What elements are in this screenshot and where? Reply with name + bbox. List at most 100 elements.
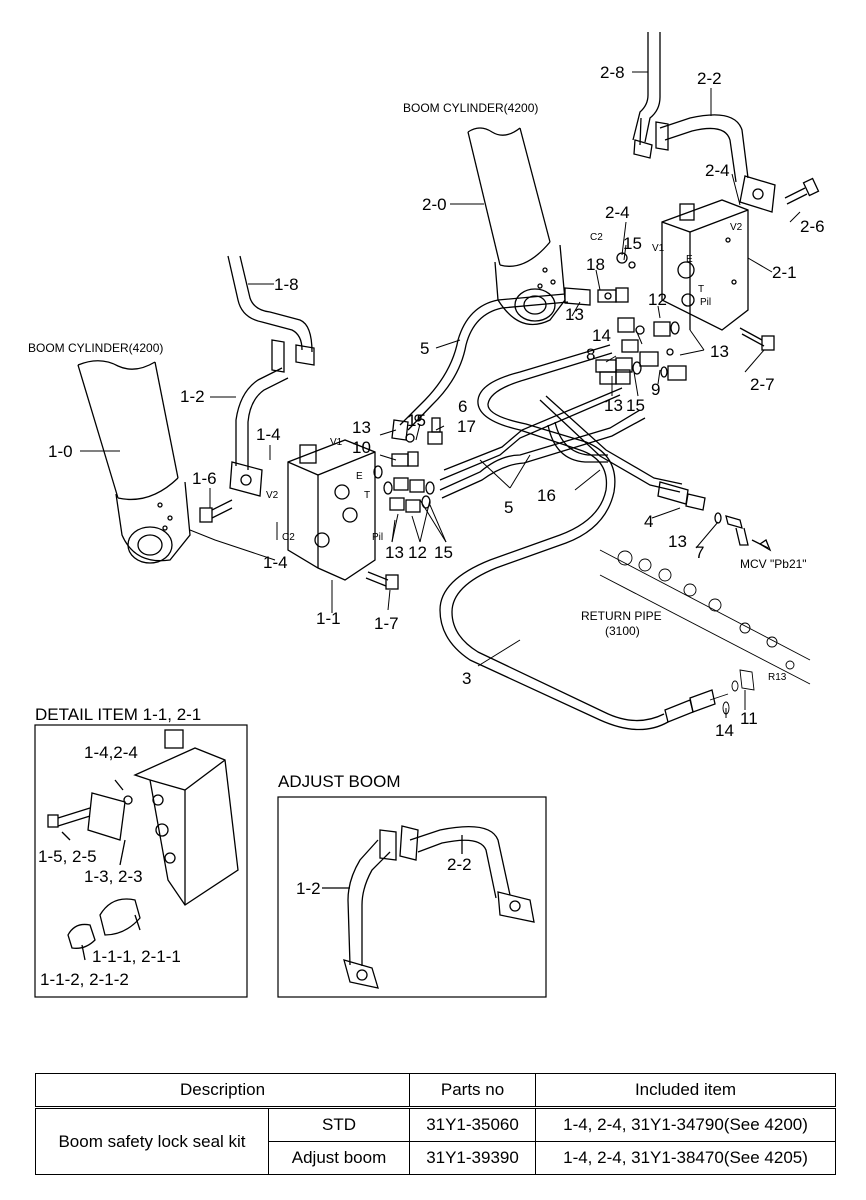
port-t-valve-1-1: T — [364, 490, 370, 501]
label-14-a: 14 — [592, 326, 611, 345]
label-2-4-b: 2-4 — [705, 161, 730, 180]
hose-3 — [439, 344, 716, 731]
detail-label-1-4-2-4: 1-4,2-4 — [84, 743, 138, 762]
table-row: Adjust boom 31Y1-39390 1-4, 2-4, 31Y1-38… — [36, 1141, 837, 1175]
table-header-row: Description Parts no Included item — [34, 1073, 837, 1109]
label-1-0: 1-0 — [48, 442, 73, 461]
detail-valve-drawing — [47, 729, 239, 961]
label-10: 10 — [352, 438, 371, 457]
detail-label-1-3-2-3: 1-3, 2-3 — [84, 867, 143, 886]
leader-lines — [80, 71, 801, 718]
label-2-8: 2-8 — [600, 63, 625, 82]
port-pil-valve-2-1: Pil — [700, 297, 711, 308]
header-description: Description — [34, 1073, 411, 1109]
hose-2-8 — [632, 32, 661, 159]
label-7: 7 — [695, 543, 704, 562]
port-v2-valve-2-1: V2 — [730, 222, 743, 233]
label-return-pipe-ref: (3100) — [605, 624, 640, 638]
label-15-a: 15 — [623, 234, 642, 253]
label-14-b: 14 — [715, 721, 734, 740]
adjust-label-2-2: 2-2 — [447, 855, 472, 874]
label-12-a: 12 — [648, 290, 667, 309]
hose-4 — [539, 395, 706, 511]
header-included-item: Included item — [535, 1073, 837, 1109]
label-15-d: 15 — [626, 396, 645, 415]
label-13-a: 13 — [565, 305, 584, 324]
label-return-pipe: RETURN PIPE — [581, 609, 662, 623]
label-2-6: 2-6 — [800, 217, 825, 236]
port-e-valve-2-1: E — [686, 254, 693, 265]
label-1-1: 1-1 — [316, 609, 341, 628]
label-1-4-b: 1-4 — [263, 553, 288, 572]
label-2-4-a: 2-4 — [605, 203, 630, 222]
adjust-box — [277, 796, 547, 998]
valve-1-1 — [287, 439, 376, 581]
label-13-e: 13 — [710, 342, 729, 361]
return-pipe — [599, 549, 811, 715]
label-1-8: 1-8 — [274, 275, 299, 294]
right-boom-cylinder — [467, 127, 566, 326]
hose-16-loop — [547, 421, 608, 463]
port-t-valve-2-1: T — [698, 284, 704, 295]
pipe-1-2 — [229, 339, 289, 497]
bolt-2-7 — [739, 327, 775, 351]
fittings-row-2 — [595, 252, 687, 385]
seal-kit-table: Description Parts no Included item Boom … — [34, 1073, 837, 1175]
port-r13: R13 — [768, 672, 787, 683]
fitting-7 — [714, 512, 772, 552]
adjust-label-1-2: 1-2 — [296, 879, 321, 898]
label-3: 3 — [462, 669, 471, 688]
port-e-valve-1-1: E — [356, 471, 363, 482]
detail-label-1-1-1-2-1-1: 1-1-1, 2-1-1 — [92, 947, 181, 966]
left-boom-cylinder — [77, 360, 191, 564]
label-13-c: 13 — [385, 543, 404, 562]
cell-parts-no: 31Y1-39390 — [409, 1141, 537, 1175]
label-12-b: 12 — [408, 543, 427, 562]
detail-label-1-1-2-2-1-2: 1-1-2, 2-1-2 — [40, 970, 129, 989]
bolt-2-6 — [784, 177, 820, 205]
cell-variant: Adjust boom — [267, 1141, 411, 1175]
label-18: 18 — [586, 255, 605, 274]
label-1-2: 1-2 — [180, 387, 205, 406]
label-17: 17 — [457, 417, 476, 436]
hose-5-lower — [439, 387, 646, 499]
label-5-b: 5 — [504, 498, 513, 517]
detail-label-1-5-2-5: 1-5, 2-5 — [38, 847, 97, 866]
label-16: 16 — [537, 486, 556, 505]
label-11: 11 — [740, 709, 758, 728]
label-4: 4 — [644, 512, 653, 531]
valve-2-1 — [661, 199, 749, 331]
hose-5-upper — [391, 287, 591, 441]
port-c2-valve-1-1: C2 — [282, 532, 295, 543]
label-mcv-pb21: MCV "Pb21" — [740, 557, 807, 571]
label-15-b: 15 — [407, 411, 426, 430]
label-boom-cylinder-right: BOOM CYLINDER(4200) — [403, 101, 538, 115]
hose-1-8 — [227, 255, 315, 366]
port-c2-valve-2-1: C2 — [590, 232, 603, 243]
cell-included: 1-4, 2-4, 31Y1-34790(See 4200) — [535, 1107, 837, 1142]
port-v2-valve-1-1: V2 — [266, 490, 279, 501]
label-13-f: 13 — [668, 532, 687, 551]
bolt-1-6 — [199, 499, 233, 523]
adjust-boom-pipes — [322, 825, 535, 989]
label-2-1: 2-1 — [772, 263, 797, 282]
label-8: 8 — [586, 345, 595, 364]
port-pil-valve-1-1: Pil — [372, 532, 383, 543]
label-5-a: 5 — [420, 339, 429, 358]
cell-parts-no: 31Y1-35060 — [409, 1107, 537, 1142]
label-2-2: 2-2 — [697, 69, 722, 88]
label-13-b: 13 — [352, 418, 371, 437]
cell-description: Boom safety lock seal kit — [35, 1107, 269, 1175]
port-v1-valve-2-1: V1 — [652, 243, 665, 254]
fittings-row-1 — [373, 414, 443, 513]
header-parts-no: Parts no — [409, 1073, 537, 1109]
adjust-title: ADJUST BOOM — [278, 772, 400, 791]
table-row: Boom safety lock seal kit STD 31Y1-35060… — [35, 1107, 837, 1175]
label-boom-cylinder-left: BOOM CYLINDER(4200) — [28, 341, 163, 355]
label-6: 6 — [458, 397, 467, 416]
label-2-0: 2-0 — [422, 195, 447, 214]
label-1-7: 1-7 — [374, 614, 399, 633]
detail-box — [34, 724, 248, 998]
